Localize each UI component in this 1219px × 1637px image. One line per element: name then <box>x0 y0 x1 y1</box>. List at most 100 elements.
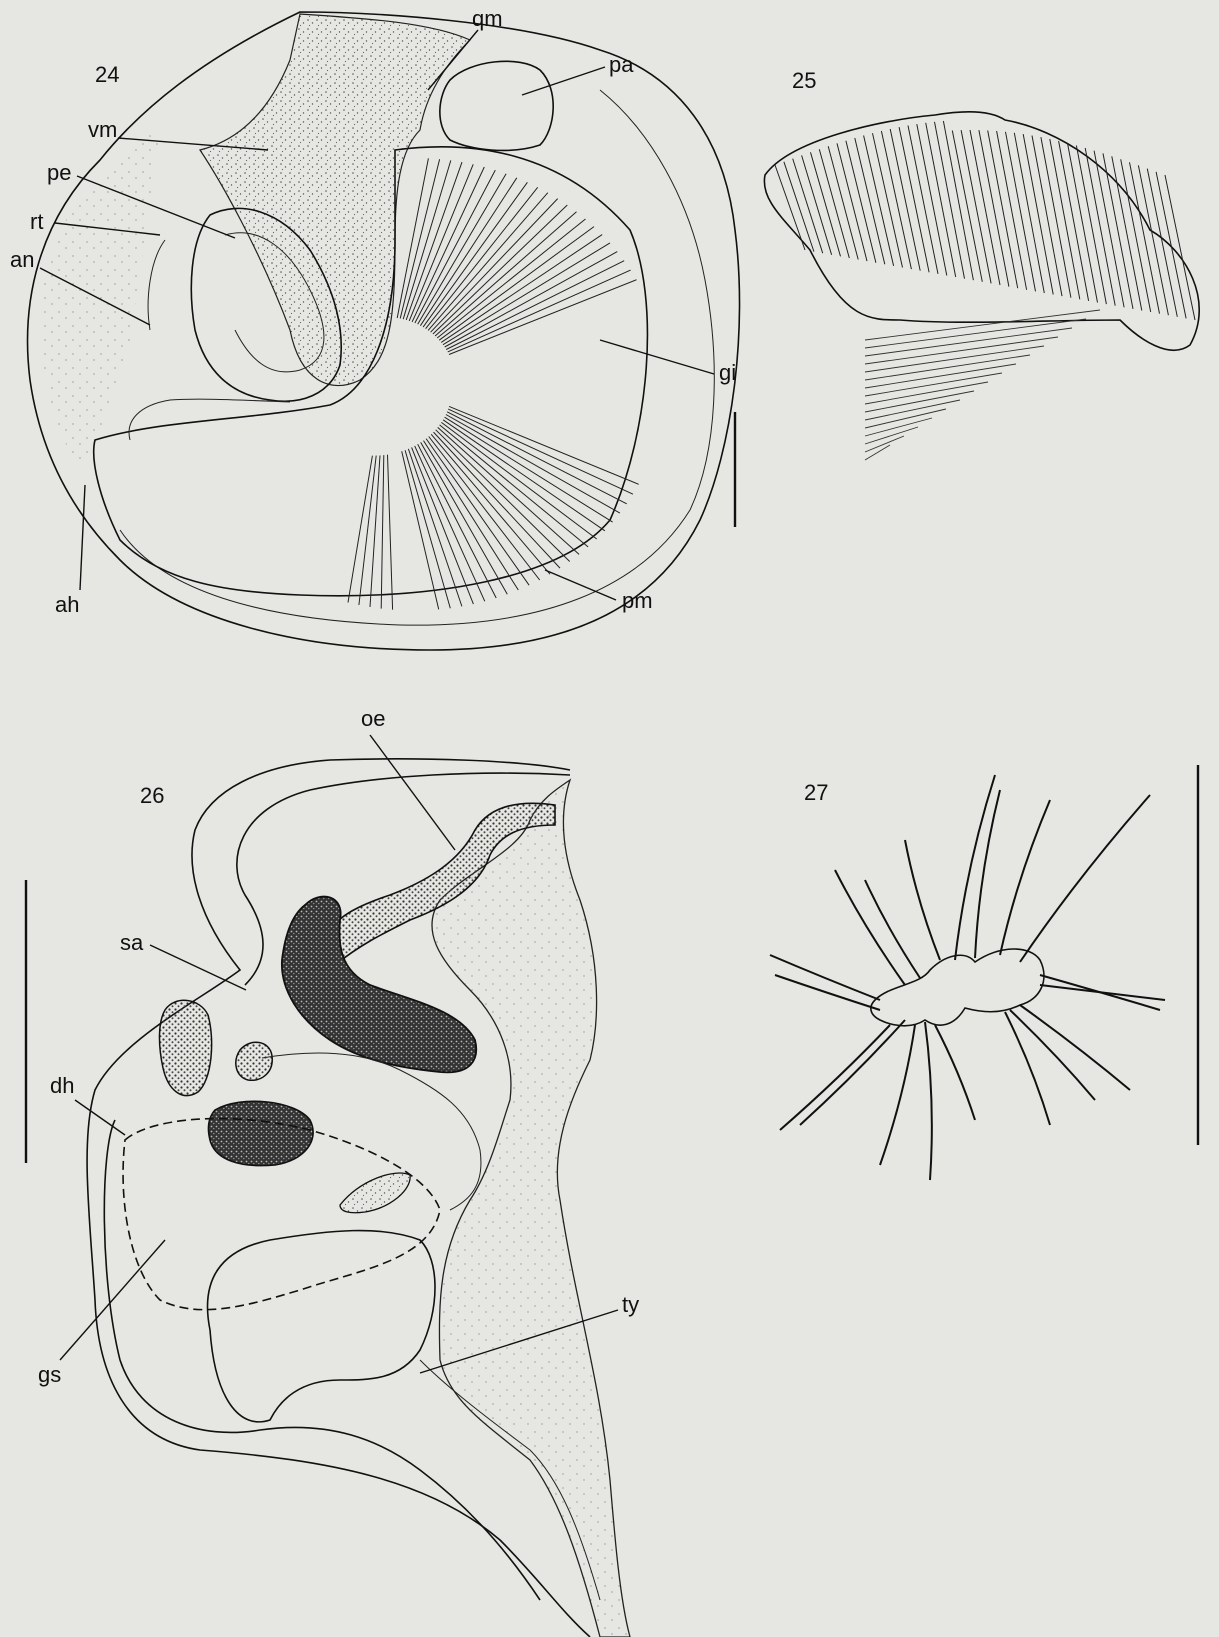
label-ah: ah <box>55 592 79 617</box>
fig25-lamella <box>1023 134 1053 294</box>
fig25-lamella <box>846 141 876 263</box>
fig26-number: 26 <box>140 783 164 808</box>
fig25-lamella <box>1050 139 1080 299</box>
fig25-lamella <box>961 130 991 283</box>
fig27-ray <box>955 775 995 960</box>
fig25-lamella <box>935 122 965 279</box>
fig25-lamella <box>979 130 1009 287</box>
fig25-lamella <box>828 146 858 259</box>
fig25-base-line <box>865 346 1044 372</box>
fig25-lamella <box>943 121 973 280</box>
gill-lamella <box>449 406 639 484</box>
leader-oe <box>370 735 455 850</box>
fig26-typhlosole-fold <box>208 1231 436 1422</box>
figure-25: 25 <box>764 68 1199 460</box>
fig25-lamella <box>1014 133 1044 293</box>
gill-lamella <box>397 158 428 318</box>
fig25-lamella <box>1041 137 1071 298</box>
label-an: an <box>10 247 34 272</box>
leader-gi <box>600 340 714 374</box>
gill-lamella <box>381 455 384 608</box>
gill-lamella <box>424 441 519 590</box>
gill-lamella <box>415 446 485 601</box>
leader-gs <box>60 1240 165 1360</box>
label-gi: gi <box>719 360 736 385</box>
label-dh: dh <box>50 1073 74 1098</box>
fig27-ray <box>1020 795 1150 962</box>
label-pm: pm <box>622 588 653 613</box>
fig25-lamella <box>864 136 894 266</box>
label-rt: rt <box>30 209 43 234</box>
figure-26: 26 oe sa dh gs ty <box>26 706 639 1637</box>
gill-lamella <box>436 430 570 562</box>
fig27-rays <box>770 775 1165 1180</box>
fig27-ray <box>1000 800 1050 955</box>
fig27-center-body <box>871 949 1044 1026</box>
gill-lamella <box>359 456 376 605</box>
gill-lamella <box>431 199 558 333</box>
gill-lamella <box>438 427 579 554</box>
label-sa: sa <box>120 930 144 955</box>
gill-lamella <box>443 420 605 531</box>
fig27-ray <box>1010 1010 1095 1100</box>
fig25-lamella <box>997 131 1027 290</box>
fig25-lamella <box>881 131 911 269</box>
fig27-ray <box>1005 1012 1050 1125</box>
fig25-lamella <box>952 131 982 282</box>
fig27-ray <box>800 1020 905 1125</box>
label-ty: ty <box>622 1292 639 1317</box>
label-vm: vm <box>88 117 117 142</box>
fig26-gland-b <box>236 1042 272 1080</box>
fig25-lamella <box>1085 148 1115 306</box>
gill-lamella <box>348 456 372 603</box>
fig25-lamella <box>988 131 1018 289</box>
gill-lamella <box>445 252 618 347</box>
fig25-lamella <box>1032 136 1062 297</box>
fig25-lamella <box>1112 156 1142 310</box>
fig25-base-line <box>865 364 1016 388</box>
fig27-ray <box>880 1025 915 1165</box>
fig26-gland-d <box>340 1173 410 1213</box>
fig25-lamella <box>890 129 920 271</box>
gill-lamella <box>408 449 462 607</box>
fig24-pallial-organ <box>440 61 553 150</box>
fig25-lamella <box>908 126 938 274</box>
fig25-base-line <box>865 328 1072 356</box>
fig25-lamella <box>775 165 805 250</box>
gill-lamella <box>435 212 576 336</box>
fig25-lamella <box>1059 141 1089 301</box>
fig25-lamella <box>1121 159 1151 312</box>
fig25-base-line <box>865 310 1100 340</box>
fig25-lamella <box>819 149 849 258</box>
fig27-ray <box>835 870 905 985</box>
label-qm: qm <box>472 6 503 31</box>
fig25-base-lines <box>865 310 1100 460</box>
gill-lamella <box>370 456 380 608</box>
label-pa: pa <box>609 52 634 77</box>
gill-lamella <box>439 227 594 341</box>
leader-pm <box>545 570 616 600</box>
label-oe: oe <box>361 706 385 731</box>
gill-lamella <box>446 261 624 350</box>
label-gs: gs <box>38 1362 61 1387</box>
fig25-base-line <box>865 319 1086 348</box>
leader-pa <box>522 67 605 95</box>
fig25-number: 25 <box>792 68 816 93</box>
fig25-lamella <box>837 143 867 261</box>
label-pe: pe <box>47 160 71 185</box>
fig25-lamella <box>1130 162 1160 313</box>
gill-lamella <box>434 432 561 568</box>
figure-24: 24 qm pa vm pe rt an gi ah pm <box>10 6 740 650</box>
fig25-lamella <box>1165 175 1195 320</box>
fig27-ray <box>975 790 1000 958</box>
leader-ah <box>80 485 85 590</box>
leader-dh <box>75 1100 125 1135</box>
fig27-ray <box>925 1022 932 1180</box>
fig25-lamella <box>873 133 903 267</box>
fig25-lamella <box>899 127 929 272</box>
fig27-ray <box>780 1025 890 1130</box>
gill-lamella <box>446 415 620 514</box>
fig26-gland-c <box>208 1101 313 1165</box>
fig26-gland-a <box>159 1000 211 1095</box>
